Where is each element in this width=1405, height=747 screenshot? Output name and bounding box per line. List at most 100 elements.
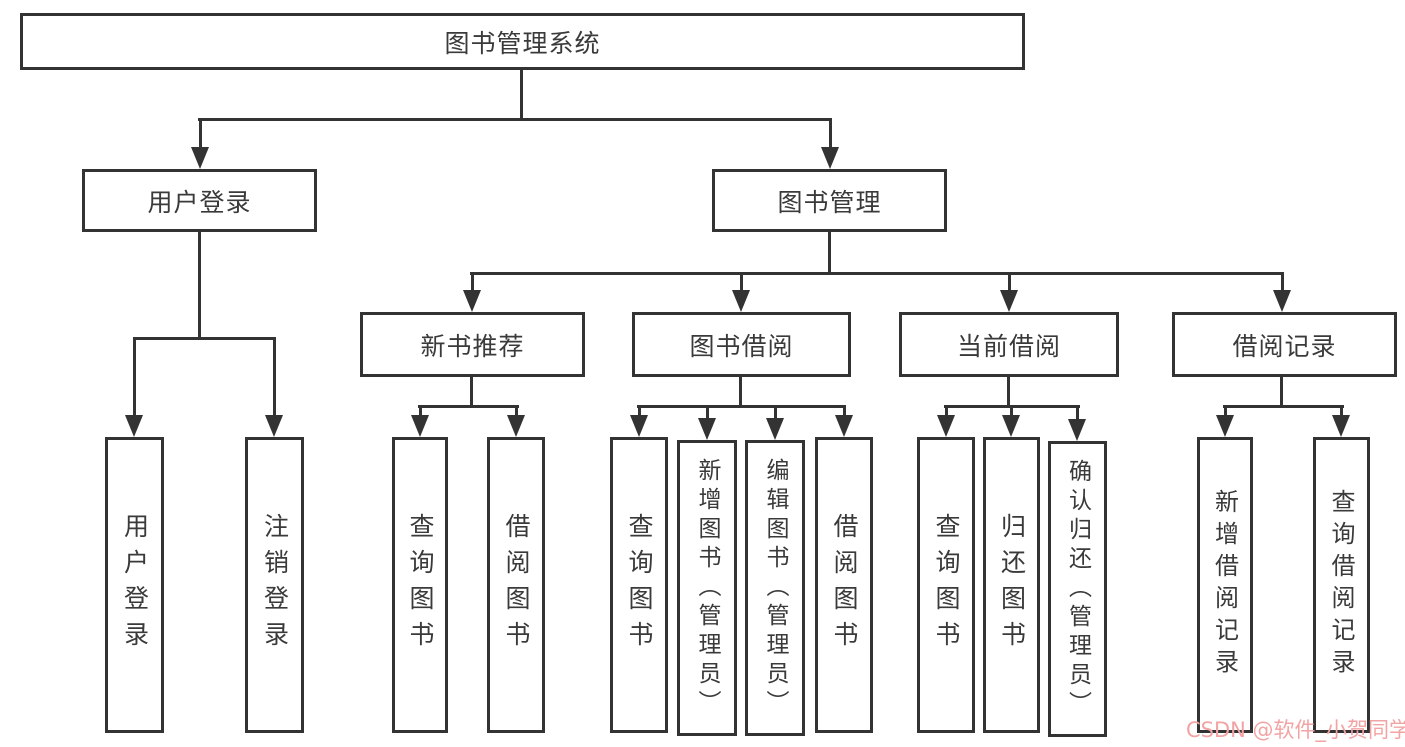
arrow-head — [1000, 290, 1018, 312]
node-label: 新增图书（管理员） — [694, 457, 720, 719]
leaf-return-books: 归还图书 — [983, 437, 1040, 733]
node-label: 归还图书 — [997, 513, 1027, 657]
arrow-down-icon — [1002, 405, 1020, 437]
arrow-down-icon — [191, 118, 209, 169]
arrow-down-icon — [1216, 405, 1234, 437]
node-label: 借阅图书 — [502, 513, 531, 657]
arrow-down-icon — [766, 405, 784, 440]
connector-line — [637, 405, 846, 408]
leaf-user-login: 用户登录 — [105, 437, 164, 733]
arrow-shaft — [1280, 272, 1284, 292]
arrow-shaft — [705, 405, 709, 420]
arrow-head — [835, 415, 853, 437]
arrow-head — [191, 147, 209, 169]
node-new-book-recommend: 新书推荐 — [360, 312, 585, 377]
arrow-down-icon — [698, 405, 716, 440]
node-label: 图书管理系统 — [444, 28, 601, 58]
leaf-edit-books-admin: 编辑图书（管理员） — [745, 440, 805, 736]
arrow-head — [507, 415, 525, 437]
node-label: 新增借阅记录 — [1210, 489, 1239, 681]
leaf-add-books-admin: 新增图书（管理员） — [677, 440, 737, 736]
connector-line — [828, 232, 831, 274]
connector-line — [470, 377, 473, 407]
arrow-down-icon — [630, 405, 648, 437]
node-system-root: 图书管理系统 — [20, 13, 1025, 70]
arrow-shaft — [1075, 405, 1079, 421]
node-label: 查询图书 — [932, 513, 961, 657]
arrow-shaft — [514, 405, 518, 417]
arrow-head — [463, 290, 481, 312]
arrow-shaft — [1007, 272, 1011, 292]
arrow-down-icon — [937, 405, 955, 437]
connector-line — [470, 272, 1284, 275]
connector-line — [198, 118, 832, 121]
arrow-shaft — [1223, 405, 1227, 417]
watermark: CSDN @软件_小贺同学 — [1186, 718, 1405, 742]
arrow-down-icon — [463, 272, 481, 312]
leaf-borrow-books: 借阅图书 — [815, 437, 873, 733]
arrow-down-icon — [1273, 272, 1291, 312]
arrow-shaft — [470, 272, 474, 292]
node-label: 查询图书 — [406, 513, 435, 657]
node-label: 新书推荐 — [420, 331, 525, 361]
arrow-down-icon — [732, 272, 750, 312]
node-label: 图书借阅 — [689, 331, 794, 361]
arrow-head — [411, 415, 429, 437]
leaf-confirm-return-admin: 确认归还（管理员） — [1048, 441, 1107, 737]
node-label: 图书管理 — [777, 187, 882, 217]
arrow-shaft — [944, 405, 948, 417]
arrow-down-icon — [1068, 405, 1086, 441]
node-label: 当前借阅 — [956, 331, 1061, 361]
connector-line — [133, 337, 276, 340]
leaf-query-borrow-record: 查询借阅记录 — [1313, 437, 1370, 733]
leaf-borrow-books: 借阅图书 — [487, 437, 545, 733]
arrow-shaft — [842, 405, 846, 417]
node-label: 用户登录 — [120, 513, 150, 657]
connector-line — [1280, 377, 1283, 407]
connector-line — [1007, 377, 1010, 407]
arrow-down-icon — [411, 405, 429, 437]
node-book-management: 图书管理 — [712, 169, 947, 232]
arrow-shaft — [828, 118, 832, 149]
leaf-query-books: 查询图书 — [917, 437, 975, 733]
arrow-head — [125, 415, 143, 437]
node-book-borrow: 图书借阅 — [632, 312, 851, 377]
arrow-shaft — [418, 405, 422, 417]
node-label: 确认归还（管理员） — [1064, 458, 1091, 720]
arrow-shaft — [272, 337, 276, 417]
leaf-logout: 注销登录 — [245, 437, 304, 733]
arrow-down-icon — [821, 118, 839, 169]
node-user-login: 用户登录 — [82, 169, 317, 232]
arrow-down-icon — [835, 405, 853, 437]
connector-line — [1223, 405, 1344, 408]
arrow-head — [937, 415, 955, 437]
connector-line — [418, 405, 519, 408]
arrow-down-icon — [125, 337, 143, 437]
arrow-shaft — [1009, 405, 1013, 417]
node-borrow-records: 借阅记录 — [1172, 312, 1397, 377]
arrow-shaft — [132, 337, 136, 417]
leaf-query-books: 查询图书 — [392, 437, 448, 733]
arrow-head — [821, 147, 839, 169]
arrow-head — [698, 418, 716, 440]
arrow-shaft — [773, 405, 777, 420]
arrow-shaft — [1339, 405, 1343, 417]
arrow-down-icon — [1000, 272, 1018, 312]
connector-line — [198, 232, 201, 339]
node-label: 借阅图书 — [830, 513, 859, 657]
connector-line — [520, 70, 523, 118]
node-label: 查询图书 — [625, 513, 654, 657]
arrow-shaft — [198, 118, 202, 149]
node-label: 注销登录 — [260, 513, 290, 657]
arrow-shaft — [739, 272, 743, 292]
arrow-down-icon — [1332, 405, 1350, 437]
arrow-head — [630, 415, 648, 437]
arrow-head — [1332, 415, 1350, 437]
connector-line — [739, 377, 742, 407]
arrow-head — [732, 290, 750, 312]
arrow-head — [766, 418, 784, 440]
arrow-head — [1002, 415, 1020, 437]
arrow-shaft — [637, 405, 641, 417]
arrow-head — [265, 415, 283, 437]
